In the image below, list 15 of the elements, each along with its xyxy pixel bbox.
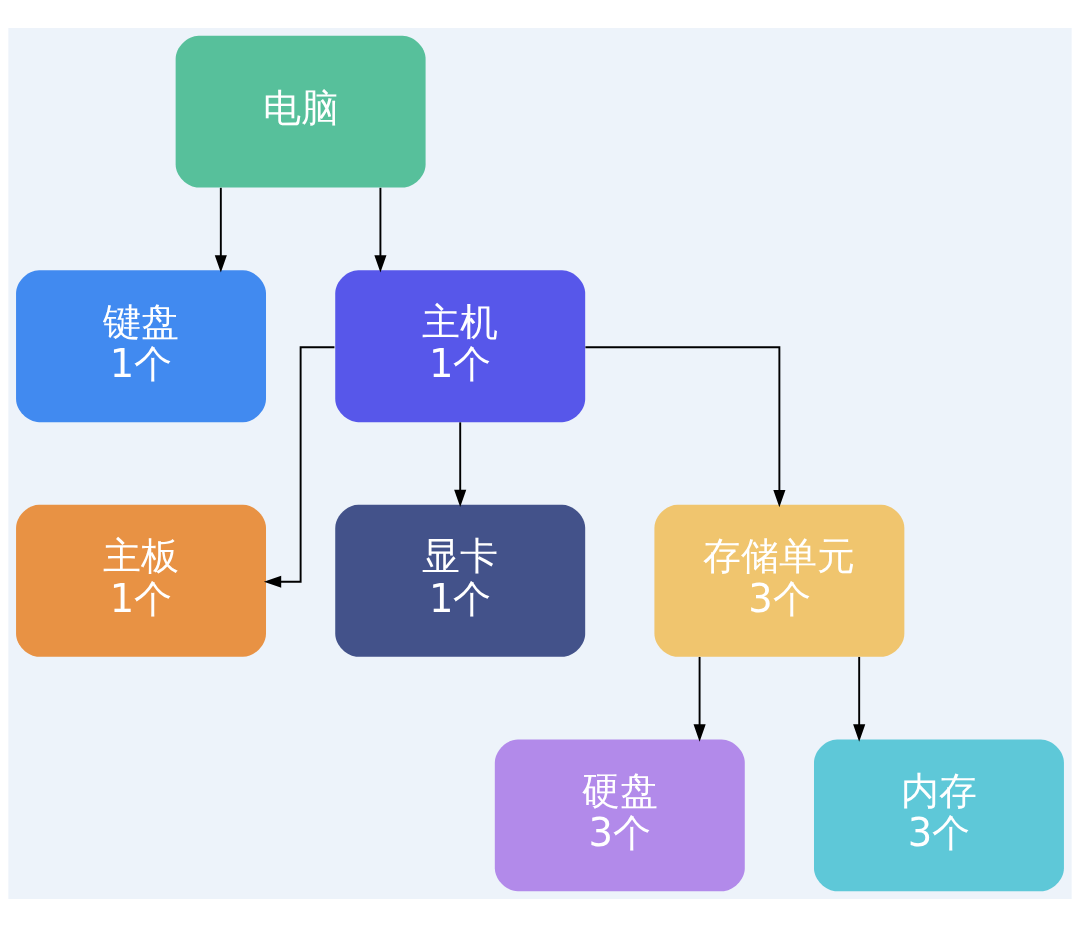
- arrow: [693, 656, 706, 742]
- node-box: 电脑: [175, 35, 426, 188]
- arrow: [853, 656, 866, 742]
- arrow: [214, 186, 227, 273]
- arrow: [584, 346, 786, 508]
- arrow: [454, 421, 467, 508]
- node-box: 存储单元 3个: [654, 504, 905, 657]
- node-box: 主机 1个: [335, 270, 586, 423]
- node-box: 显卡 1个: [335, 504, 586, 657]
- node-box: 主板 1个: [16, 504, 266, 657]
- arrow: [374, 186, 387, 273]
- node-box: 硬盘 3个: [494, 739, 745, 892]
- arrow: [263, 346, 336, 588]
- node-box: 键盘 1个: [16, 270, 266, 423]
- node-box: 内存 3个: [814, 739, 1064, 892]
